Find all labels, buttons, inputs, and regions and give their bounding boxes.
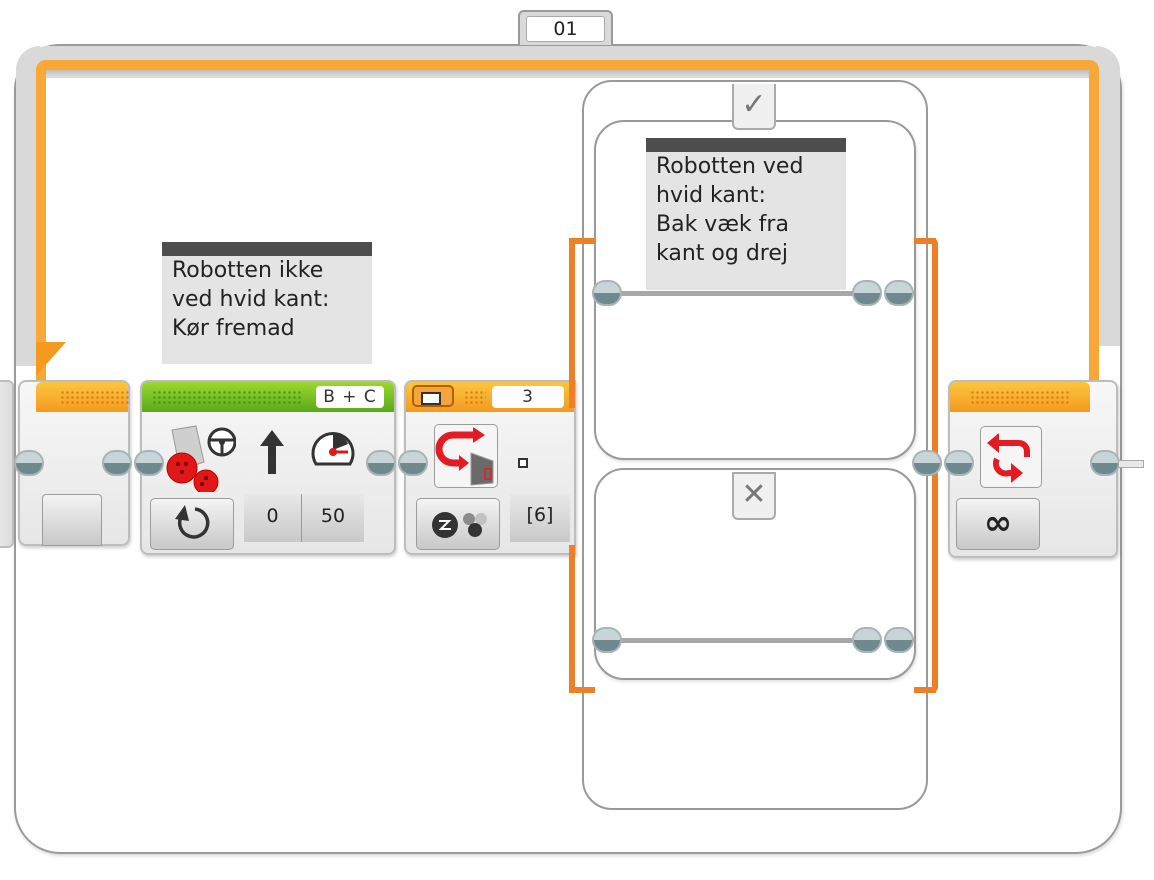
steering-motors-icon (166, 422, 237, 495)
loop-wire-arrow-icon (36, 342, 66, 376)
comment-2-line-4: kant og drej (656, 241, 788, 266)
case-false-tab[interactable]: ✕ (732, 472, 776, 520)
switch-rail-left-top (569, 238, 575, 408)
color-mode-icon (432, 512, 487, 538)
comment-1[interactable]: Robotten ikke ved hvid kant: Kør fremad (162, 242, 372, 364)
switch-frame (582, 80, 928, 810)
loop-end-plug-out[interactable] (1090, 450, 1120, 476)
switch-mode-selector[interactable] (416, 498, 500, 550)
comment-2-line-3: Bak væk fra (656, 212, 789, 237)
steering-arrow-up-icon (260, 430, 284, 474)
switch-output-indicator (518, 458, 528, 468)
comment-2[interactable]: Robotten ved hvid kant: Bak væk fra kant… (646, 138, 846, 290)
color-sensor-switch-icon (434, 424, 498, 488)
motor-ports-selector[interactable]: B + C (316, 386, 384, 408)
rotate-on-icon (175, 505, 210, 539)
move-plug-out[interactable] (366, 450, 396, 476)
sequence-plug-in[interactable] (14, 450, 44, 476)
case-false-wire (620, 638, 856, 643)
cross-icon: ✕ (741, 477, 767, 512)
comment-2-line-2: hvid kant: (656, 183, 766, 208)
comment-1-line-2: ved hvid kant: (172, 287, 330, 312)
infinity-icon: ∞ (983, 503, 1013, 543)
case-false-plug-out-a[interactable] (852, 627, 882, 653)
case-true-plug-out-b[interactable] (884, 280, 914, 306)
move-steering-block[interactable]: B + C 0 50 (140, 380, 396, 555)
comment-1-line-1: Robotten ikke (172, 258, 324, 283)
previous-block-edge (0, 380, 14, 548)
sensor-port-selector[interactable]: 3 (492, 386, 564, 408)
loop-end-block[interactable]: ∞ (948, 380, 1118, 558)
sequence-plug-out[interactable] (102, 450, 132, 476)
power-input[interactable]: 50 (302, 494, 364, 542)
case-true-wire (620, 291, 856, 296)
switch-rail-left-bottom (569, 545, 575, 693)
steering-input[interactable]: 0 (244, 494, 302, 542)
switch-block[interactable]: 3 [6] (404, 380, 576, 555)
loop-wire-left (36, 60, 46, 380)
comment-1-line-3: Kør fremad (172, 316, 295, 341)
loop-wire-right (1089, 60, 1099, 390)
comment-2-line-1: Robotten ved (656, 154, 804, 179)
sequence-wire-out (1118, 460, 1144, 468)
loop-wire-top (36, 60, 1099, 70)
loop-mode-selector[interactable]: ∞ (956, 498, 1040, 550)
switch-plug-out[interactable] (912, 450, 942, 476)
checkmark-icon: ✓ (741, 87, 767, 122)
loop-start-body (42, 494, 102, 546)
case-false-plug-out-b[interactable] (884, 627, 914, 653)
set-of-colors-input[interactable]: [6] (510, 494, 570, 542)
loop-frame[interactable] (14, 44, 1122, 854)
power-gauge-icon (310, 430, 356, 470)
case-false-plug-in[interactable] (592, 627, 622, 653)
loop-repeat-icon (980, 426, 1042, 488)
case-true-tab[interactable]: ✓ (732, 84, 776, 130)
loop-name-label[interactable]: 01 (526, 16, 605, 42)
case-true-plug-in[interactable] (592, 280, 622, 306)
loop-right-band (1096, 46, 1120, 346)
tabbed-view-toggle-icon[interactable] (412, 385, 454, 407)
switch-plug-in[interactable] (398, 450, 428, 476)
move-plug-in[interactable] (134, 450, 164, 476)
move-mode-selector[interactable] (150, 498, 234, 550)
loop-end-plug-in[interactable] (944, 450, 974, 476)
loop-name-tab[interactable]: 01 (518, 10, 613, 45)
case-true-plug-out-a[interactable] (852, 280, 882, 306)
